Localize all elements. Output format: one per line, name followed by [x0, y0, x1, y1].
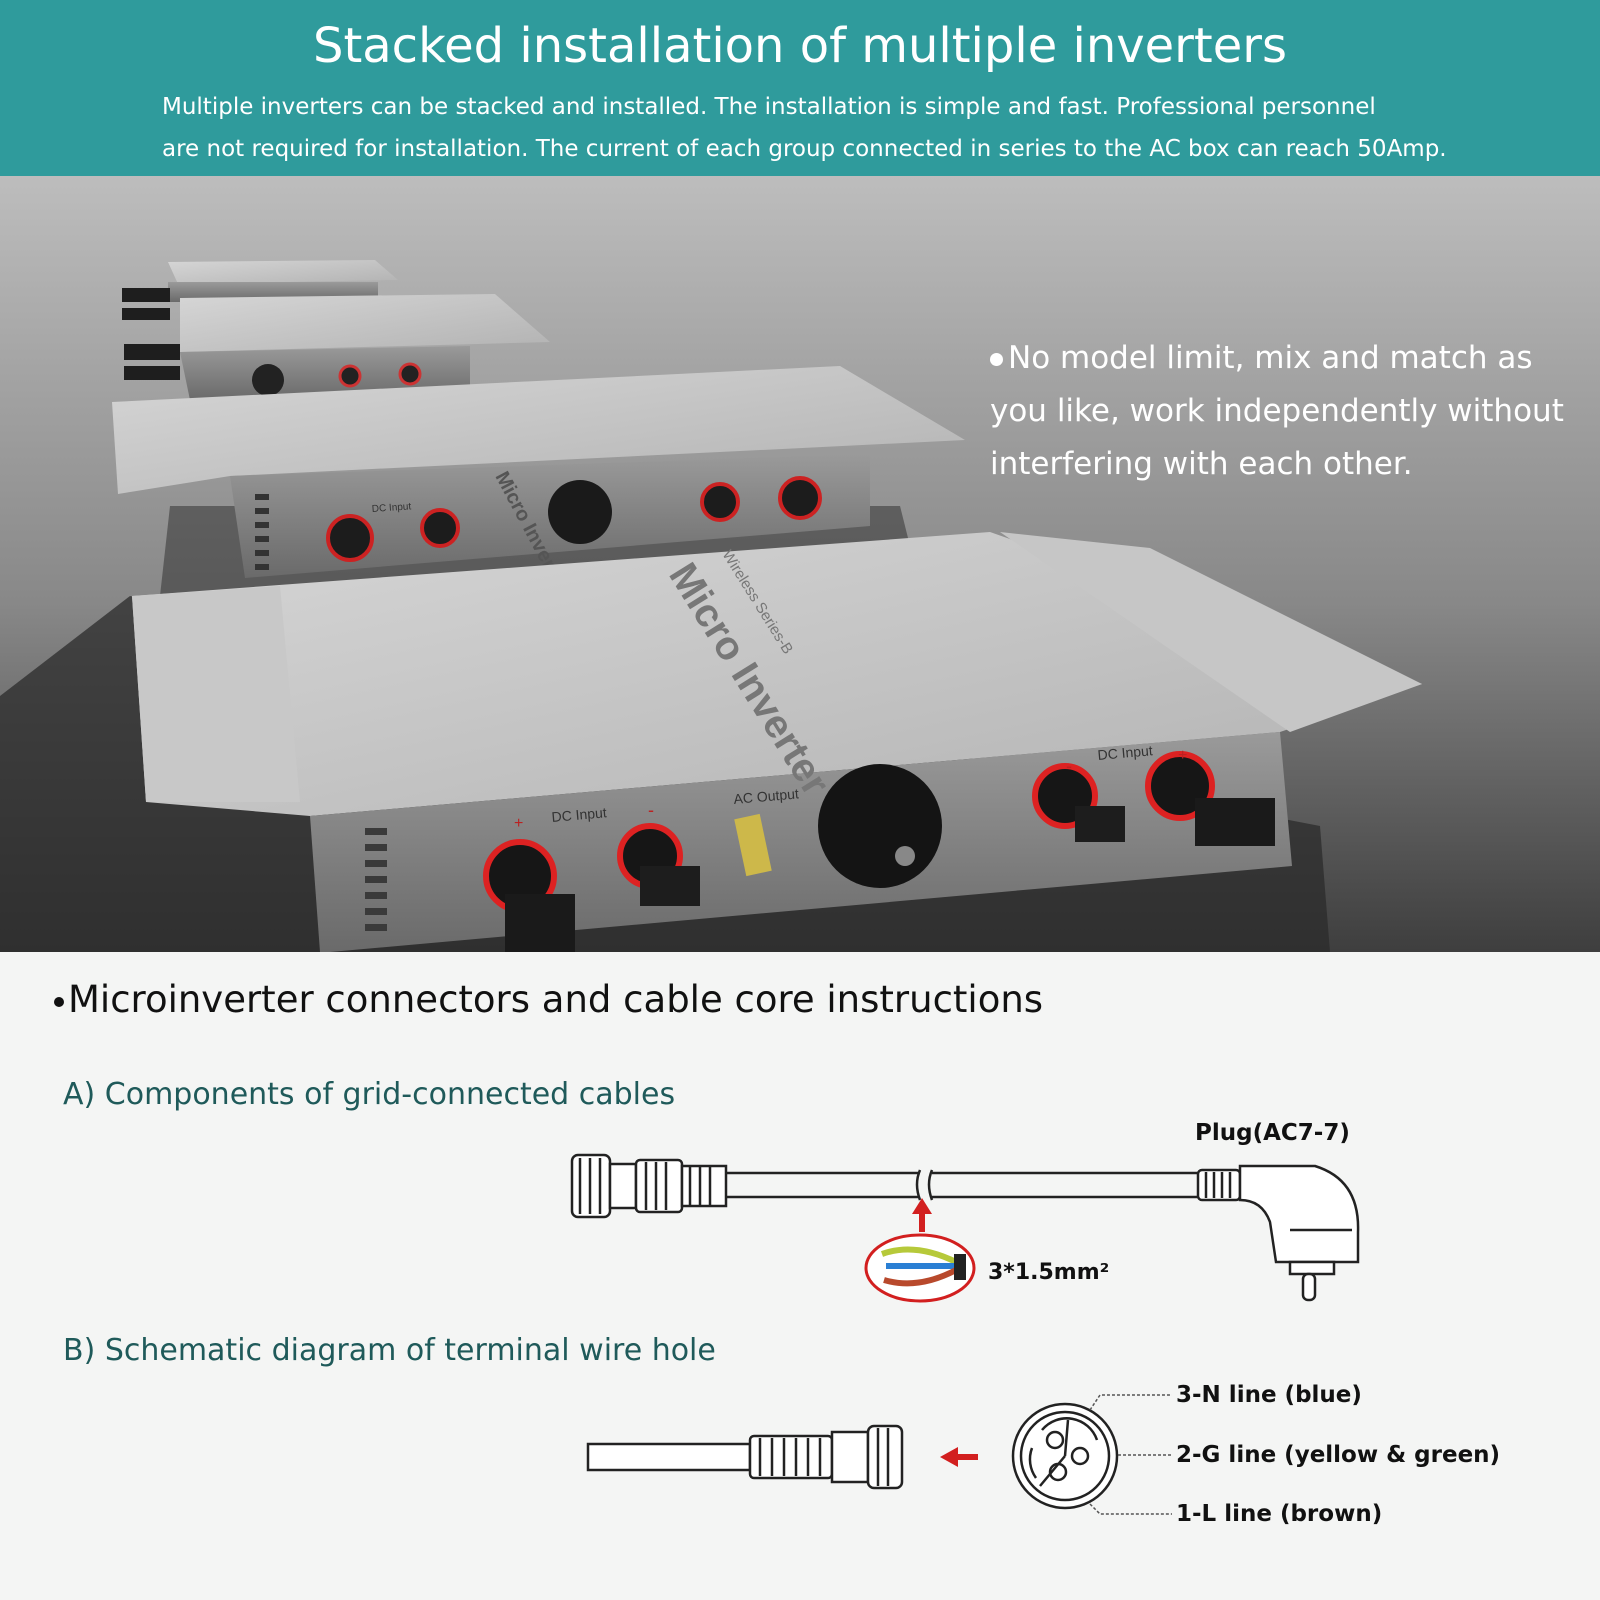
plus-sign-right: + [1178, 747, 1187, 764]
part-a-title: A) Components of grid-connected cables [63, 1077, 676, 1112]
terminal-face-icon [1011, 1402, 1119, 1510]
pin2-label: 2-G line (yellow & green) [1176, 1442, 1501, 1468]
arrow-left-icon [940, 1447, 978, 1467]
section-title-text: Microinverter connectors and cable core … [68, 978, 1044, 1021]
cable-spec-label: 3*1.5mm² [988, 1260, 1110, 1285]
arrow-up-icon [912, 1198, 932, 1232]
ac-connector-icon [570, 1153, 728, 1219]
hero-product-image: Micro Inverter DC Input [0, 176, 1600, 952]
bullet-icon [990, 353, 1003, 366]
wire-core-icon [864, 1233, 976, 1303]
hero-note: No model limit, mix and match as you lik… [990, 332, 1570, 491]
part-b-title: B) Schematic diagram of terminal wire ho… [63, 1333, 716, 1368]
terminal-connector-icon [748, 1424, 904, 1490]
dc-input-label-small: DC Input [371, 501, 411, 515]
dc-input-label-left: DC Input [551, 804, 608, 825]
pin1-label: 1-L line (brown) [1176, 1501, 1383, 1527]
header-description-line1: Multiple inverters can be stacked and in… [162, 94, 1376, 120]
minus-sign-left: - [648, 800, 654, 820]
header-banner: Stacked installation of multiple inverte… [0, 0, 1600, 176]
ac-output-label: AC Output [733, 785, 800, 807]
inverter-unit-front: Micro Inverter Wireless Series-B DC Inpu… [132, 532, 1422, 952]
plug-label: Plug(AC7-7) [1195, 1120, 1350, 1146]
plug-icon [1196, 1164, 1360, 1302]
stacked-inverters-illustration: Micro Inverter DC Input [0, 260, 1422, 952]
header-description-line2: are not required for installation. The c… [162, 136, 1447, 162]
hero-note-text: No model limit, mix and match as you lik… [990, 340, 1564, 482]
minus-sign-right: - [1066, 756, 1072, 776]
header-description: Multiple inverters can be stacked and in… [162, 86, 1492, 170]
bullet-icon [54, 996, 64, 1007]
plus-sign-left: + [514, 815, 523, 832]
terminal-diagram [586, 1424, 904, 1490]
page-title: Stacked installation of multiple inverte… [312, 18, 1288, 74]
grid-cable-diagram [570, 1153, 1360, 1302]
pin-leader-lines [1089, 1394, 1172, 1515]
dc-input-label-right: DC Input [1097, 742, 1154, 763]
section-title: Microinverter connectors and cable core … [54, 975, 1043, 1025]
inverter-unit-third [124, 294, 550, 400]
pin3-label: 3-N line (blue) [1176, 1382, 1362, 1408]
